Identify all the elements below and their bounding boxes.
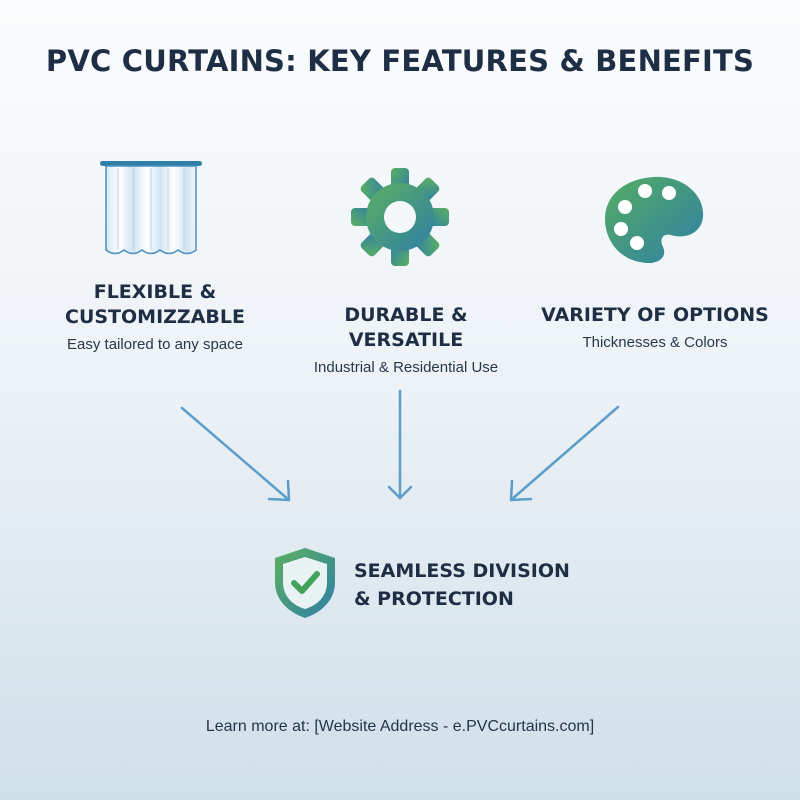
result-label: SEAMLESS DIVISION & PROTECTION <box>354 560 570 610</box>
arrow-left <box>180 406 291 502</box>
feature-subtitle: Easy tailored to any space <box>67 336 243 353</box>
page-title: PVC CURTAINS: KEY FEATURES & BENEFITS <box>45 44 755 78</box>
feature-heading: FLEXIBLE & CUSTOMIZZABLE <box>65 281 245 328</box>
feature-heading: VARIETY OF OPTIONS <box>541 304 769 326</box>
gear-icon <box>351 168 449 266</box>
feature-heading: DURABLE & VERSATILE <box>344 304 468 351</box>
arrow-right <box>509 405 620 502</box>
feature-durable: DURABLE & VERSATILE Industrial & Residen… <box>286 303 526 376</box>
feature-flexible: FLEXIBLE & CUSTOMIZZABLE Easy tailored t… <box>35 280 275 353</box>
feature-subtitle: Industrial & Residential Use <box>313 359 499 376</box>
palette-icon <box>605 176 704 263</box>
shield-check-icon <box>275 548 335 618</box>
feature-variety: VARIETY OF OPTIONS Thicknesses & Colors <box>535 303 775 351</box>
feature-subtitle: Thicknesses & Colors <box>582 334 728 351</box>
arrow-center <box>387 389 413 500</box>
footer-link-text: Learn more at: [Website Address - e.PVCc… <box>205 718 595 735</box>
curtain-icon <box>100 161 202 255</box>
